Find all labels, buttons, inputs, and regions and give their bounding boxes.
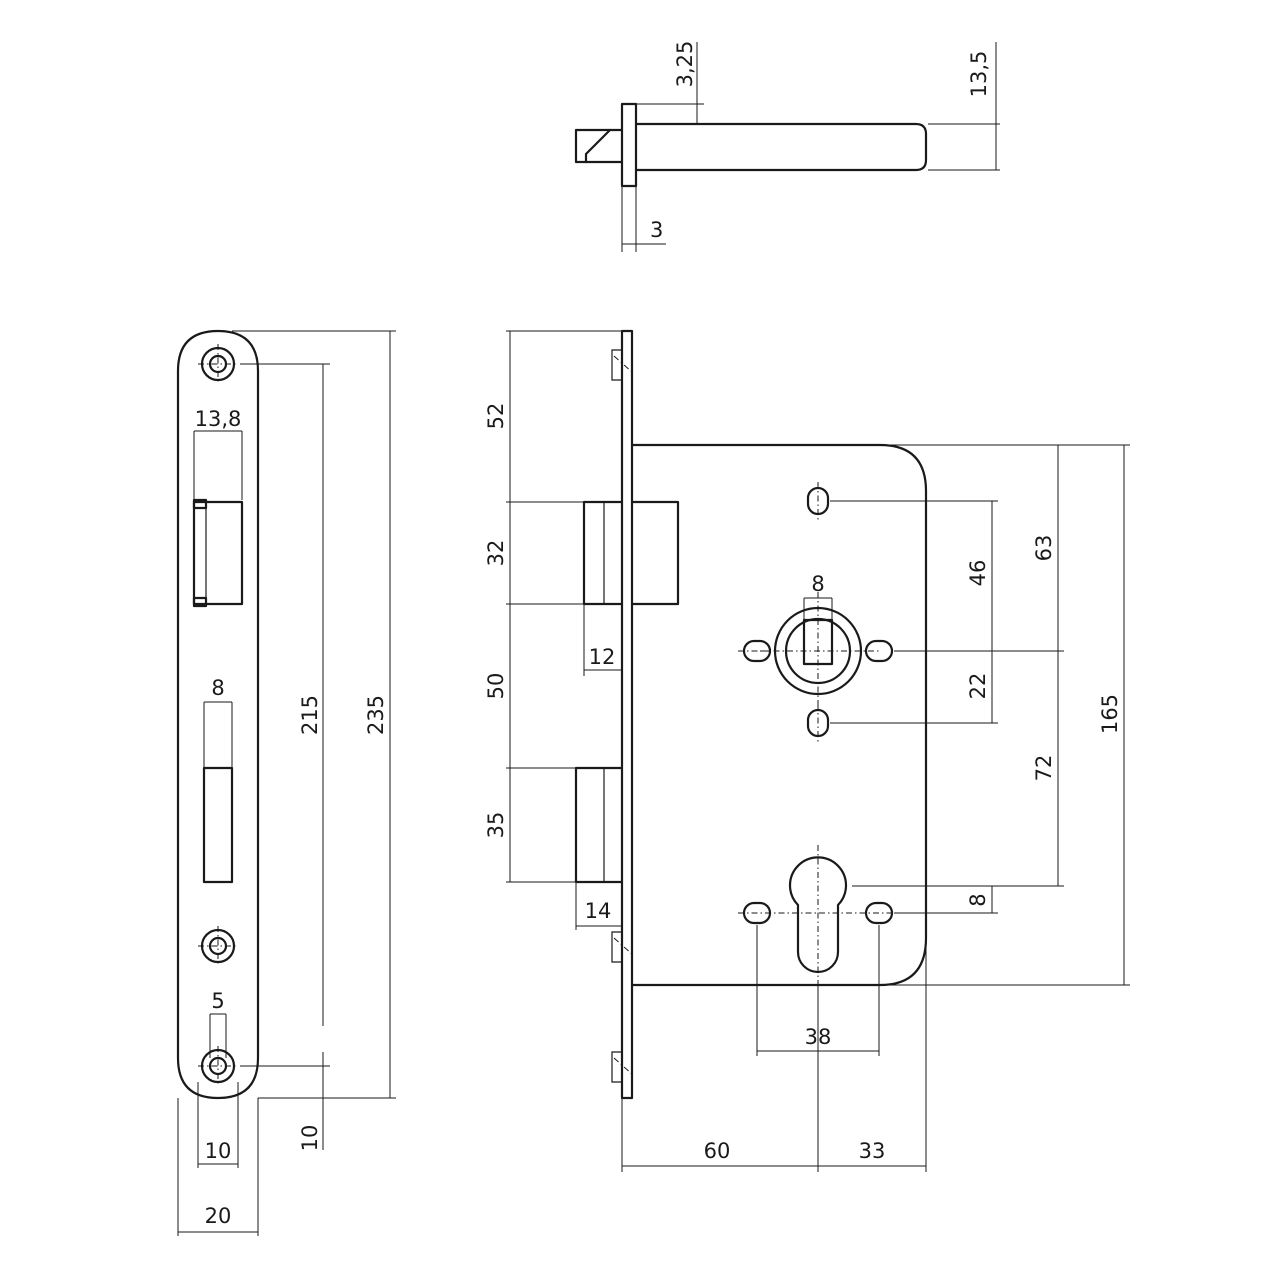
dim-bolt-height: 35 <box>484 812 508 839</box>
dim-fixing-span: 215 <box>298 695 322 735</box>
screw-hole-bottom <box>198 1046 238 1086</box>
fixing-slot-left <box>738 639 776 663</box>
fixing-slot-right <box>864 639 894 663</box>
dim-fixing-upper: 46 <box>966 560 990 587</box>
dim-bolt-offset: 3,25 <box>673 41 697 88</box>
dim-latch-gap: 50 <box>484 673 508 700</box>
top-view-latch-tail <box>574 128 612 164</box>
dim-end-distance: 10 <box>298 1125 322 1152</box>
dim-screw-hole: 5 <box>211 989 224 1013</box>
dim-latch-width: 13,8 <box>195 407 242 431</box>
top-view-faceplate <box>620 102 638 188</box>
side-faceplate <box>620 329 634 1100</box>
screw-hole-top <box>198 344 238 384</box>
dim-bolt-thickness: 13,5 <box>967 51 991 98</box>
dim-hole-offset: 10 <box>205 1139 232 1163</box>
dim-fixing-lower: 22 <box>966 673 990 700</box>
latch-opening <box>192 498 244 608</box>
euro-cylinder-hole <box>788 845 848 985</box>
dim-deadbolt-width: 8 <box>211 676 224 700</box>
dim-follower-square: 8 <box>811 572 824 596</box>
fixing-slot-upper <box>806 482 830 520</box>
dim-backset: 60 <box>704 1139 731 1163</box>
side-latch <box>582 500 680 606</box>
side-deadbolt <box>574 766 624 884</box>
faceplate-front-view: 13,8 8 5 10 20 215 235 10 <box>176 329 396 1236</box>
dim-latch-projection: 12 <box>589 645 616 669</box>
dim-latch-height: 32 <box>484 540 508 567</box>
dim-latch-top: 52 <box>484 403 508 430</box>
dim-case-depth-rest: 33 <box>859 1139 886 1163</box>
top-view-latch <box>584 128 624 164</box>
screw-hole-middle <box>198 926 238 966</box>
top-view-case <box>634 122 928 172</box>
lock-case-side-view: 52 32 50 35 12 14 8 46 22 63 72 8 <box>484 329 1130 1172</box>
faceplate-outline <box>176 329 260 1100</box>
dim-follower-to-cylinder: 72 <box>1032 755 1056 782</box>
dim-faceplate-length: 235 <box>364 695 388 735</box>
dim-case-height: 165 <box>1098 694 1122 734</box>
dim-faceplate-width: 20 <box>205 1204 232 1228</box>
dim-bolt-projection: 14 <box>585 899 612 923</box>
dim-faceplate-thickness: 3 <box>650 218 663 242</box>
top-view: 3,25 13,5 3 <box>574 41 1000 252</box>
lock-case-body <box>630 443 928 987</box>
fixing-slot-lower <box>806 704 830 742</box>
follower-hub <box>760 592 880 710</box>
dim-cylinder-pitch: 8 <box>966 893 990 906</box>
deadbolt-opening <box>202 766 234 884</box>
dim-case-to-follower: 63 <box>1032 535 1056 562</box>
